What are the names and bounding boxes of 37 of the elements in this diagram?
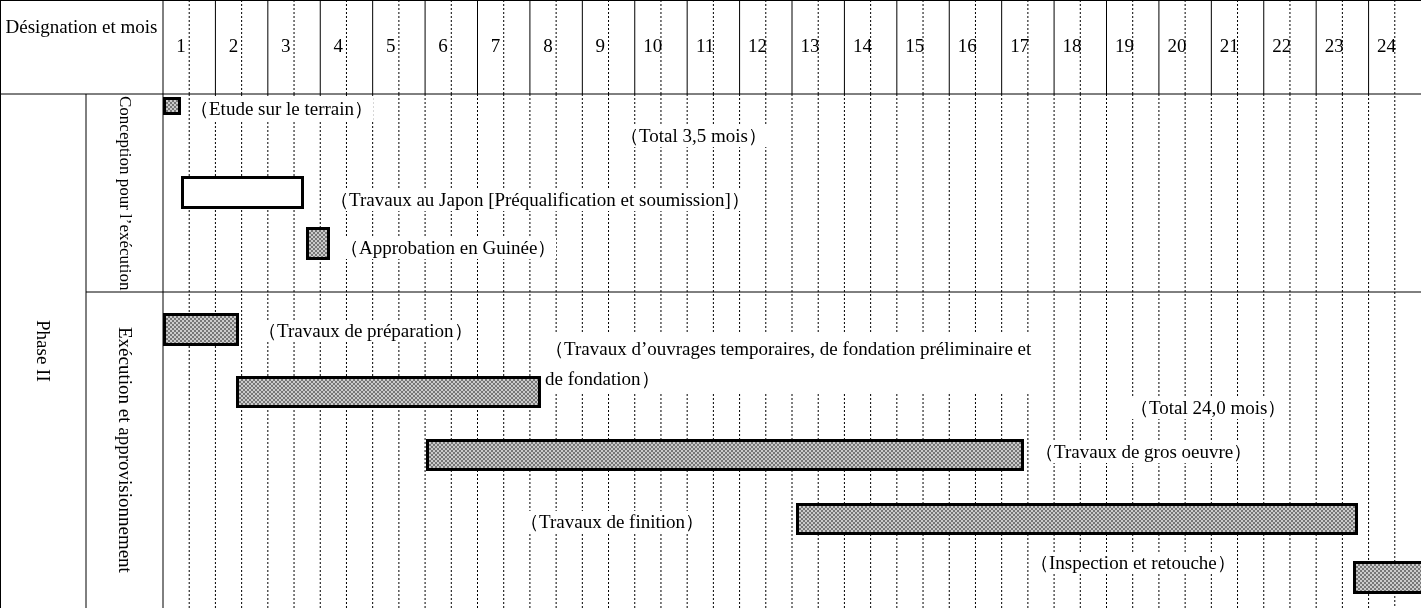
month-number: 23: [1323, 35, 1345, 57]
month-number: 18: [1061, 35, 1083, 57]
task-label: （Travaux d’ouvrages temporaires, de fondation préliminaire et de fondation）: [545, 334, 1035, 394]
task-bar: [1353, 561, 1421, 594]
task-bar: [163, 313, 239, 346]
month-number: 19: [1114, 35, 1135, 57]
month-number: 3: [280, 35, 292, 57]
month-number: 4: [332, 35, 344, 57]
month-number: 8: [542, 35, 554, 57]
task-bar: [181, 176, 304, 209]
month-number: 20: [1166, 35, 1188, 57]
month-number: 6: [437, 35, 449, 57]
month-number: 7: [489, 35, 502, 57]
task-bar: [426, 439, 1024, 471]
month-number: 10: [642, 35, 664, 57]
month-number: 1: [175, 35, 187, 57]
task-bar: [796, 503, 1358, 535]
month-number: 22: [1271, 35, 1293, 57]
month-number: 13: [799, 35, 821, 57]
month-number: 14: [851, 35, 873, 57]
month-number: 24: [1376, 35, 1398, 57]
month-number: 15: [904, 35, 926, 57]
section-cell: Conception pour l’exécution: [86, 94, 163, 292]
month-number: 21: [1218, 35, 1240, 57]
task-bar: [236, 376, 541, 408]
task-bar: [163, 97, 181, 115]
phase-label: Phase II: [32, 319, 55, 384]
month-number: 2: [227, 35, 240, 57]
month-number: 16: [956, 35, 978, 57]
month-number: 11: [695, 35, 716, 57]
month-number: 5: [384, 35, 397, 57]
task-bar: [306, 227, 330, 260]
month-number: 17: [1009, 35, 1031, 57]
column-header: Désignation et mois: [5, 15, 158, 39]
month-number: 12: [747, 35, 769, 57]
month-number: 9: [594, 35, 607, 57]
section-cell: Exécution et approvisionnement: [86, 292, 163, 608]
